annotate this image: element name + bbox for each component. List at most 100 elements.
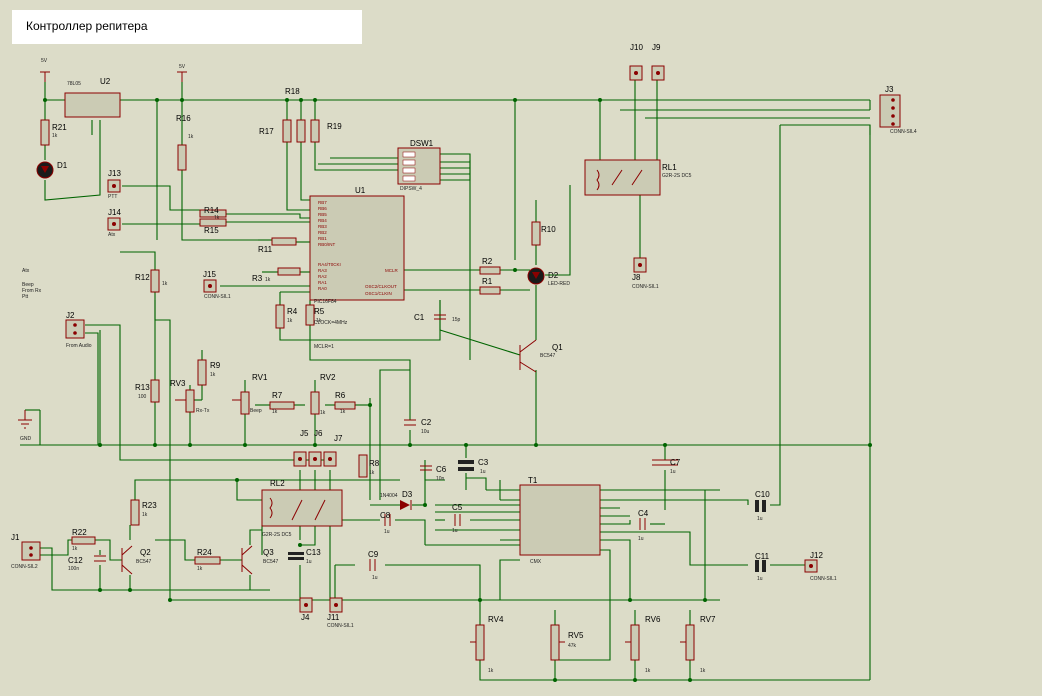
- svg-text:PIC16F84: PIC16F84: [314, 299, 337, 305]
- svg-text:DSW1: DSW1: [410, 139, 434, 148]
- svg-text:From Audio: From Audio: [66, 343, 92, 349]
- svg-text:R9: R9: [210, 361, 221, 370]
- capacitor-c3: C3 1u: [458, 458, 489, 475]
- svg-text:RA0: RA0: [318, 286, 327, 291]
- capacitor-c9: C9 1u: [368, 550, 379, 581]
- svg-text:GND: GND: [20, 436, 32, 442]
- capacitor-c4: C4 1u: [638, 509, 649, 542]
- svg-text:RB1: RB1: [318, 236, 327, 241]
- svg-text:5V: 5V: [179, 64, 186, 70]
- capacitor-c1: C1 15p: [414, 313, 461, 323]
- svg-text:C3: C3: [478, 458, 489, 467]
- junction-dots: [43, 98, 872, 682]
- svg-text:1k: 1k: [214, 215, 220, 221]
- svg-text:RL1: RL1: [662, 163, 677, 172]
- svg-text:C12: C12: [68, 556, 83, 565]
- svg-text:1k: 1k: [210, 372, 216, 378]
- resistor-r5: R5 1k: [305, 304, 325, 326]
- svg-text:1k: 1k: [162, 281, 168, 287]
- svg-text:R17: R17: [259, 127, 274, 136]
- svg-text:1k: 1k: [316, 318, 322, 324]
- svg-text:J11: J11: [327, 613, 340, 622]
- svg-text:RV1: RV1: [252, 373, 268, 382]
- relay-rl2: RL2 G2R-2S DC5: [261, 479, 343, 538]
- trimmer-rv1: RV1 Beep: [232, 373, 268, 415]
- svg-text:1u: 1u: [670, 469, 676, 475]
- svg-text:R22: R22: [72, 528, 87, 537]
- svg-text:C13: C13: [306, 548, 321, 557]
- svg-text:CONN-SIL1: CONN-SIL1: [810, 576, 837, 582]
- svg-text:C10: C10: [755, 490, 770, 499]
- svg-text:1u: 1u: [372, 575, 378, 581]
- svg-text:1k: 1k: [320, 410, 326, 416]
- resistor-r23: R23 1k: [130, 499, 157, 526]
- resistor-r8: R8 1k: [358, 454, 380, 478]
- svg-text:R8: R8: [369, 459, 380, 468]
- svg-text:R3: R3: [252, 274, 263, 283]
- resistor-r7: R7 1k: [269, 391, 295, 415]
- svg-text:J9: J9: [652, 43, 661, 52]
- svg-text:OSC1/CLKIN: OSC1/CLKIN: [365, 291, 392, 296]
- u2-regulator: 78L05 U2: [64, 77, 121, 118]
- svg-text:CONN-SIL1: CONN-SIL1: [632, 284, 659, 290]
- svg-text:RV4: RV4: [488, 615, 504, 624]
- svg-text:R19: R19: [327, 122, 342, 131]
- svg-text:CONN-SIL2: CONN-SIL2: [11, 564, 38, 570]
- connector-j10: J10: [629, 43, 643, 81]
- svg-text:U1: U1: [355, 186, 366, 195]
- svg-text:R24: R24: [197, 548, 212, 557]
- svg-text:J14: J14: [108, 208, 121, 217]
- svg-text:C6: C6: [436, 465, 447, 474]
- svg-text:J2: J2: [66, 311, 75, 320]
- connector-j12: J12 CONN-SIL1: [804, 551, 837, 582]
- transistor-q3: Q3 BC547: [241, 545, 279, 575]
- svg-text:J12: J12: [810, 551, 823, 560]
- svg-text:RV7: RV7: [700, 615, 716, 624]
- svg-text:100n: 100n: [68, 566, 79, 572]
- svg-text:1u: 1u: [638, 536, 644, 542]
- connector-j2: J2 From Audio: [65, 311, 92, 349]
- svg-text:1u: 1u: [757, 576, 763, 582]
- svg-text:T1: T1: [528, 476, 538, 485]
- resistor-r6: R6 1k: [334, 391, 356, 415]
- svg-text:OSC2/CLKOUT: OSC2/CLKOUT: [365, 284, 397, 289]
- resistor-r9: R9 1k: [197, 359, 221, 386]
- resistor-r18: R18: [285, 87, 306, 143]
- resistor-r17: R17: [259, 119, 292, 143]
- resistor-r2: R2: [479, 257, 501, 275]
- resistor-r10: R10: [531, 221, 556, 246]
- capacitor-c2: C2 10u: [404, 418, 432, 435]
- svg-text:G2R-2S DC5: G2R-2S DC5: [662, 173, 692, 179]
- svg-text:RB7: RB7: [318, 200, 327, 205]
- svg-text:1k: 1k: [645, 668, 651, 674]
- svg-text:Q1: Q1: [552, 343, 563, 352]
- svg-text:1k: 1k: [52, 133, 58, 139]
- svg-text:100: 100: [138, 394, 147, 400]
- svg-text:BC547: BC547: [540, 353, 556, 359]
- transistor-q2: Q2 BC547: [121, 545, 152, 575]
- svg-text:D1: D1: [57, 161, 68, 170]
- svg-text:C1: C1: [414, 313, 425, 322]
- svg-text:1u: 1u: [480, 469, 486, 475]
- resistor-r21: R21 1k: [40, 119, 67, 146]
- svg-text:R21: R21: [52, 123, 67, 132]
- svg-text:Beep: Beep: [250, 408, 262, 414]
- svg-text:1u: 1u: [384, 529, 390, 535]
- svg-text:R13: R13: [135, 383, 150, 392]
- svg-text:J15: J15: [203, 270, 216, 279]
- svg-text:10u: 10u: [421, 429, 430, 435]
- svg-text:BC547: BC547: [136, 559, 152, 565]
- svg-text:47k: 47k: [568, 643, 577, 649]
- svg-text:1u: 1u: [306, 559, 312, 565]
- svg-text:J5: J5: [300, 429, 309, 438]
- transistor-q1: Q1 BC547: [519, 339, 563, 373]
- svg-text:R10: R10: [541, 225, 556, 234]
- mcu-u1: U1 PIC16F84 CLOCK=4MHz MCLR=1 RB7 RB6 RB…: [309, 186, 405, 350]
- svg-text:C7: C7: [670, 458, 681, 467]
- svg-text:1k: 1k: [265, 277, 271, 283]
- trimmer-rv3: RV3 Rx-Tx: [170, 379, 210, 414]
- svg-text:DIPSW_4: DIPSW_4: [400, 186, 422, 192]
- svg-text:R15: R15: [204, 226, 219, 235]
- title-box: Контроллер репитера: [12, 10, 362, 44]
